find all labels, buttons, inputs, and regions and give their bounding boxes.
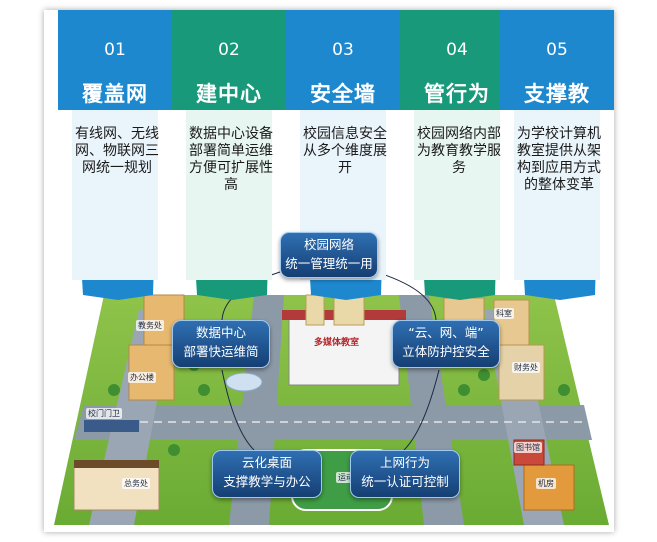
callout-data-center-line2: 部署快运维简 xyxy=(183,344,259,359)
callout-online-behavior-line1: 上网行为 xyxy=(379,455,430,470)
column-03-desc: 校园信息安全从多个维度展开 xyxy=(303,126,387,176)
column-01-desc: 有线网、无线网、物联网三网统一规划 xyxy=(75,126,159,176)
column-04-number: 04 xyxy=(446,40,468,60)
column-03-title: 安全墙 xyxy=(310,82,376,106)
column-05-banner xyxy=(500,10,614,300)
callout-campus-network-line1: 校园网络 xyxy=(303,237,354,252)
label-sports: 运动 xyxy=(336,472,356,483)
column-02-number: 02 xyxy=(218,40,240,60)
column-01: 01 覆盖网 有线网、无线网、物联网三网统一规划 xyxy=(58,10,172,300)
callout-cloud-desktop-line1: 云化桌面 xyxy=(241,455,292,470)
label-gate: 校门门卫 xyxy=(86,408,122,419)
callout-cloud-desktop-line2: 支撑教学与办公 xyxy=(223,474,311,489)
callout-cloud-desktop: 云化桌面 支撑教学与办公 xyxy=(212,450,322,498)
label-science: 科室 xyxy=(494,308,514,319)
label-office-building: 办公楼 xyxy=(128,372,156,383)
callout-data-center-line1: 数据中心 xyxy=(195,325,246,340)
column-02-banner xyxy=(172,10,286,300)
label-machine-room: 机房 xyxy=(536,478,556,489)
callout-security: “云、网、端” 立体防护控安全 xyxy=(392,320,500,368)
column-05-title: 支撑教 xyxy=(524,82,590,106)
column-01-title: 覆盖网 xyxy=(82,82,148,106)
column-01-number: 01 xyxy=(104,40,126,60)
label-finance: 财务处 xyxy=(512,362,540,373)
callout-online-behavior: 上网行为 统一认证可控制 xyxy=(350,450,460,498)
column-02-title: 建中心 xyxy=(196,82,262,106)
column-04: 04 管行为 校园网络内部为教育教学服务 xyxy=(400,10,514,300)
label-academic-office: 教务处 xyxy=(136,320,164,331)
diagram-frame: 01 覆盖网 有线网、无线网、物联网三网统一规划 02 建中心 数据中心设备部署… xyxy=(44,10,614,532)
label-general-affairs: 总务处 xyxy=(122,478,150,489)
column-05-desc: 为学校计算机教室提供从架构到应用方式的整体变革 xyxy=(517,126,601,193)
column-01-banner xyxy=(58,10,172,300)
callout-online-behavior-line2: 统一认证可控制 xyxy=(361,474,449,489)
callout-campus-network: 校园网络 统一管理统一用 xyxy=(280,232,378,278)
callout-campus-network-line2: 统一管理统一用 xyxy=(285,256,373,271)
label-library: 图书馆 xyxy=(514,442,542,453)
column-04-banner xyxy=(400,10,514,300)
column-02: 02 建中心 数据中心设备部署简单运维方便可扩展性高 xyxy=(172,10,286,300)
column-04-title: 管行为 xyxy=(424,82,490,106)
callout-data-center: 数据中心 部署快运维简 xyxy=(172,320,270,368)
column-05: 05 支撑教 为学校计算机教室提供从架构到应用方式的整体变革 xyxy=(500,10,614,300)
column-03-number: 03 xyxy=(332,40,354,60)
column-04-desc: 校园网络内部为教育教学服务 xyxy=(417,126,501,176)
column-05-number: 05 xyxy=(546,40,568,60)
callout-security-line2: 立体防护控安全 xyxy=(402,344,490,359)
column-02-desc: 数据中心设备部署简单运维方便可扩展性高 xyxy=(189,126,273,193)
label-multimedia-room: 多媒体教室 xyxy=(314,338,360,348)
callout-security-line1: “云、网、端” xyxy=(408,325,484,340)
